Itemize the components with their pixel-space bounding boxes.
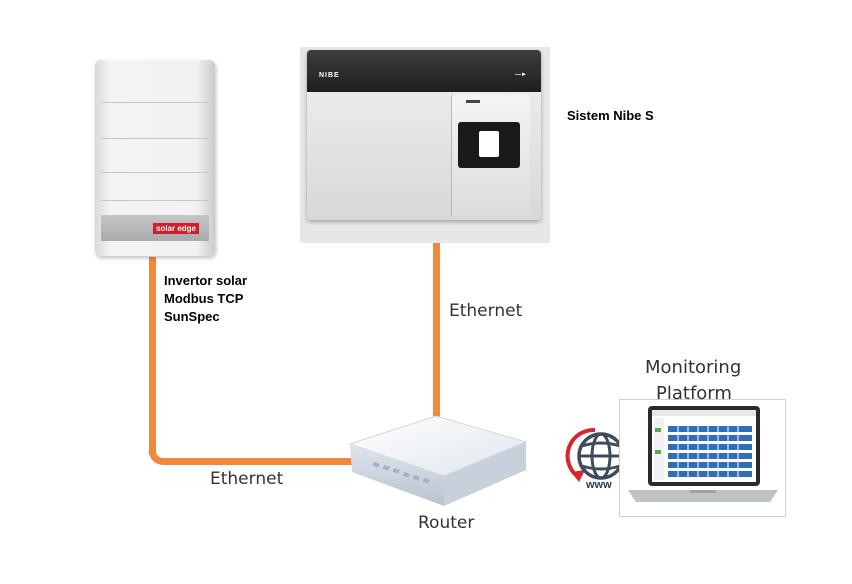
ethernet-label-bottom: Ethernet [210,469,284,489]
www-label: www [586,479,612,491]
nibe-arrow-mark: —► [515,72,527,78]
cable-nibe-vertical [433,215,440,427]
nibe-display-content [479,131,499,157]
inverter-label-line3: SunSpec [164,309,220,324]
cable-inverter-corner [149,449,171,465]
router-label: Router [418,513,475,533]
monitoring-label-line1: Monitoring [645,357,742,378]
globe-icon [565,427,625,482]
ethernet-label-top: Ethernet [449,301,523,321]
solar-inverter: solar edge [95,60,215,256]
router-icon [348,415,528,506]
dashboard-tiles [668,426,752,477]
nibe-system-label: Sistem Nibe S [567,108,654,123]
laptop-icon [628,406,778,502]
inverter-label-line1: Invertor solar [164,273,248,288]
nibe-badge [466,100,480,103]
inverter-brand-logo: solar edge [152,222,199,234]
monitoring-label-line2: Platform [656,383,732,404]
cable-inverter-vertical [149,257,156,455]
router-ports [372,462,430,484]
inverter-label-line2: Modbus TCP [164,291,244,306]
nibe-logo: NIBE [319,72,340,79]
inverter-brand-plate: solar edge [101,215,209,241]
cable-inverter-horizontal [170,458,362,465]
nibe-top-cover: NIBE —► [307,50,541,92]
